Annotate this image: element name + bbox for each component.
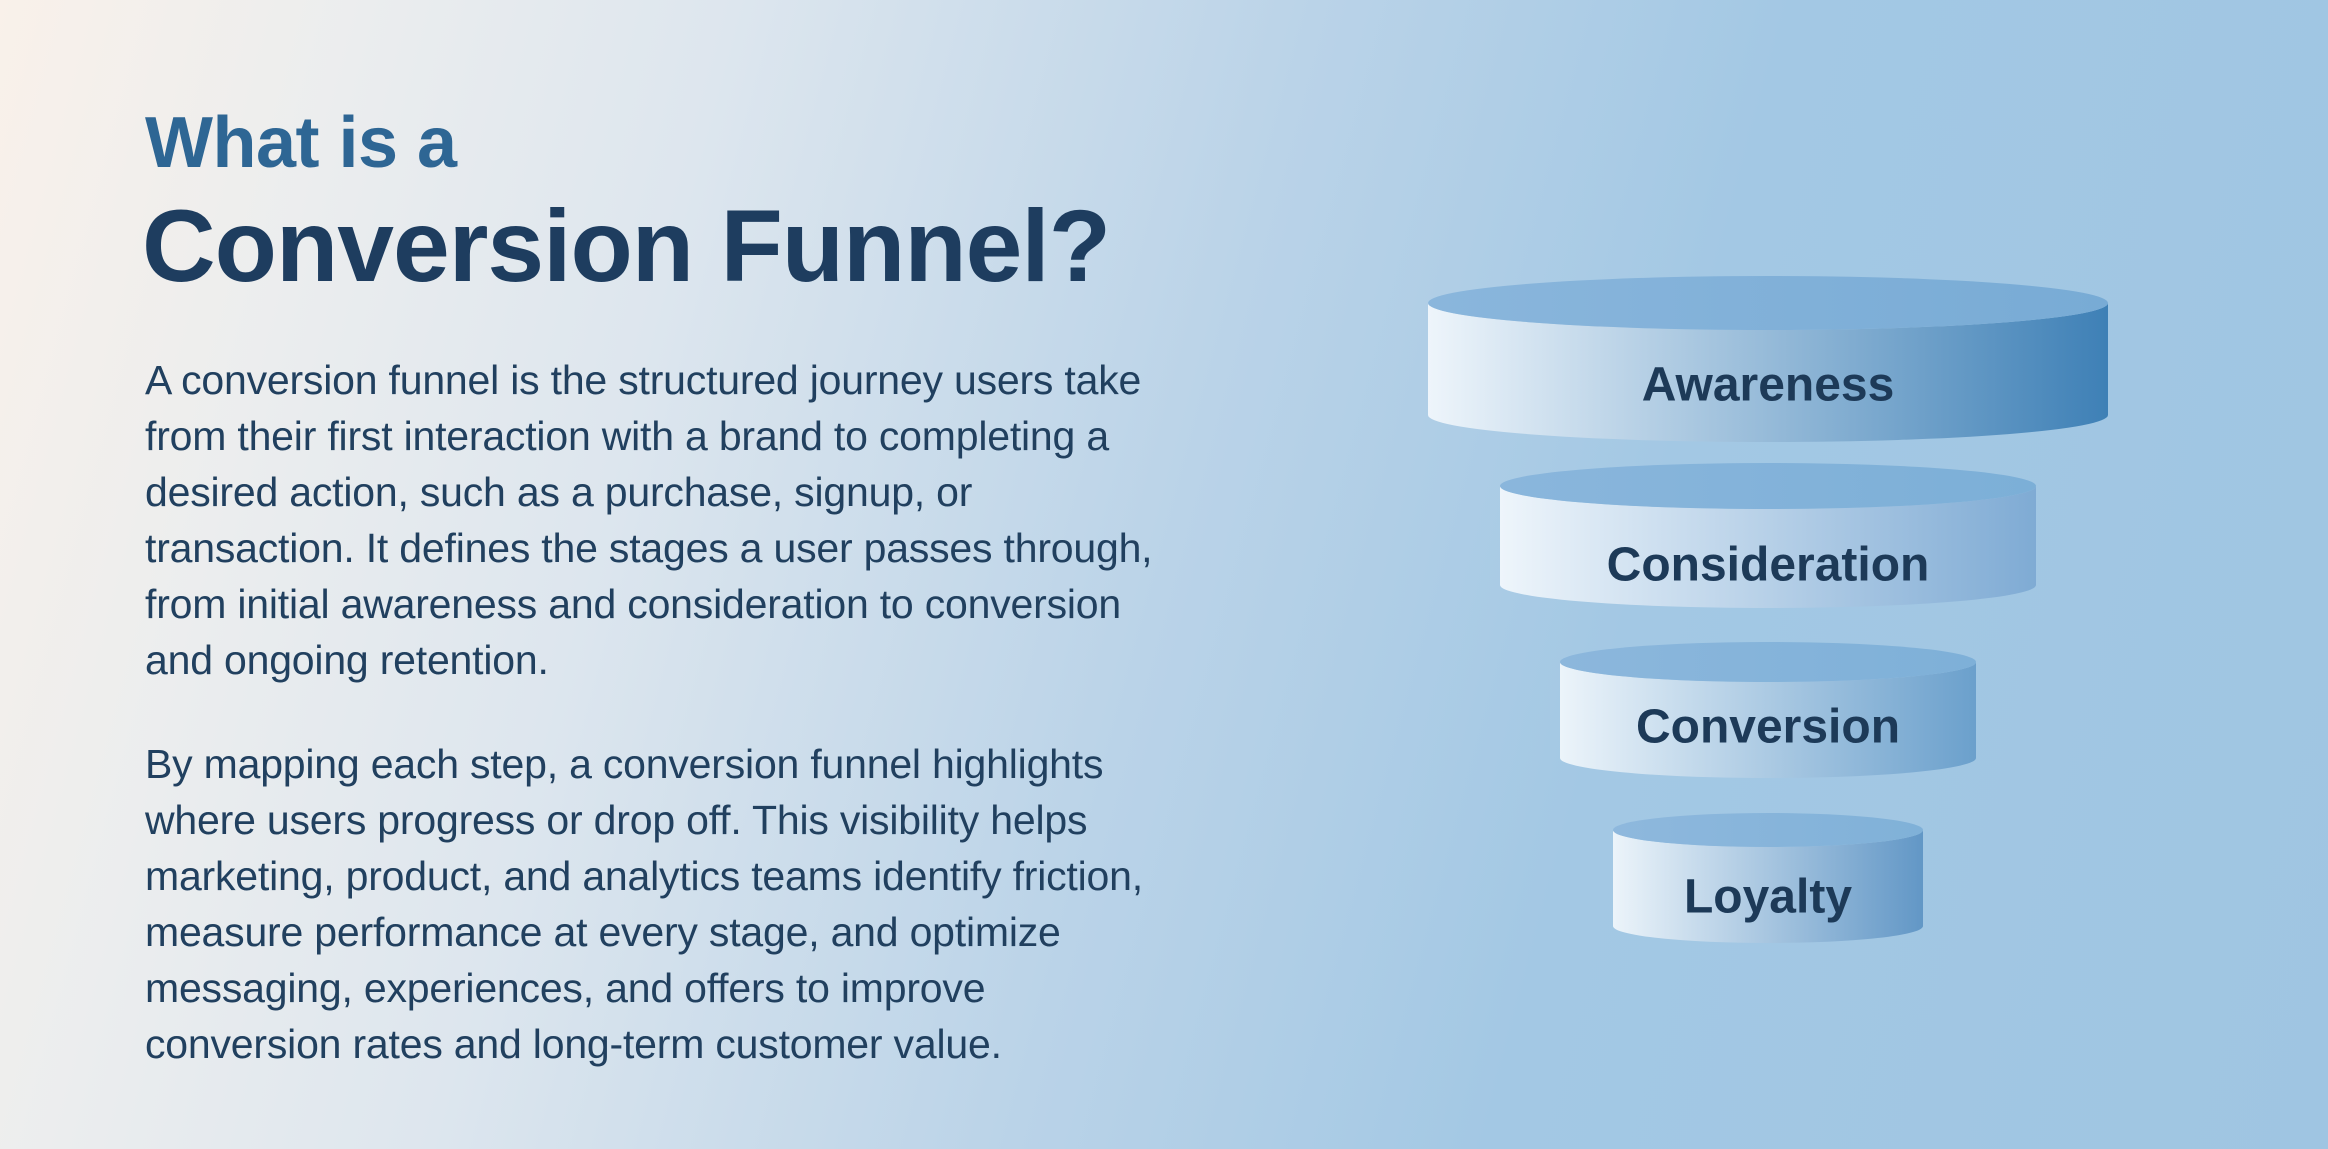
detail-paragraph: By mapping each step, a conversion funne…	[145, 736, 1305, 1072]
cylinder-body	[1500, 486, 2036, 608]
funnel-stage-loyalty: Loyalty	[1613, 813, 1923, 943]
funnel-stage-conversion: Conversion	[1560, 642, 1976, 778]
paragraph-line: conversion rates and long-term customer …	[145, 1021, 1002, 1067]
cylinder-body	[1613, 830, 1923, 943]
page-title: Conversion Funnel?	[142, 189, 1111, 303]
funnel-stage-consideration: Consideration	[1500, 463, 2036, 608]
paragraph-line: A conversion funnel is the structured jo…	[145, 357, 1142, 403]
funnel-stage-label: Awareness	[1642, 359, 1895, 412]
paragraph-line: desired action, such as a purchase, sign…	[145, 469, 973, 515]
paragraph-line: marketing, product, and analytics teams …	[145, 853, 1143, 899]
paragraph-line: measure performance at every stage, and …	[145, 909, 1061, 955]
paragraph-line: from their first interaction with a bran…	[145, 413, 1109, 459]
paragraph-line: transaction. It defines the stages a use…	[145, 525, 1153, 571]
cylinder-body	[1560, 662, 1976, 778]
funnel-stage-label: Consideration	[1607, 539, 1930, 592]
intro-paragraph: A conversion funnel is the structured jo…	[145, 352, 1305, 688]
paragraph-line: By mapping each step, a conversion funne…	[145, 741, 1104, 787]
cylinder-top	[1613, 813, 1923, 847]
header-eyebrow: What is a	[145, 103, 457, 183]
paragraph-line: and ongoing retention.	[145, 637, 549, 683]
paragraph-line: where users progress or drop off. This v…	[145, 797, 1088, 843]
cylinder-top	[1500, 463, 2036, 509]
paragraph-line: messaging, experiences, and offers to im…	[145, 965, 986, 1011]
paragraph-line: from initial awareness and consideration…	[145, 581, 1122, 627]
cylinder-top	[1428, 276, 2108, 330]
funnel-stage-label: Conversion	[1636, 701, 1900, 754]
cylinder-top	[1560, 642, 1976, 682]
funnel-stage-label: Loyalty	[1684, 871, 1852, 924]
cylinder-body	[1428, 303, 2108, 442]
funnel-stage-awareness: Awareness	[1428, 276, 2108, 442]
